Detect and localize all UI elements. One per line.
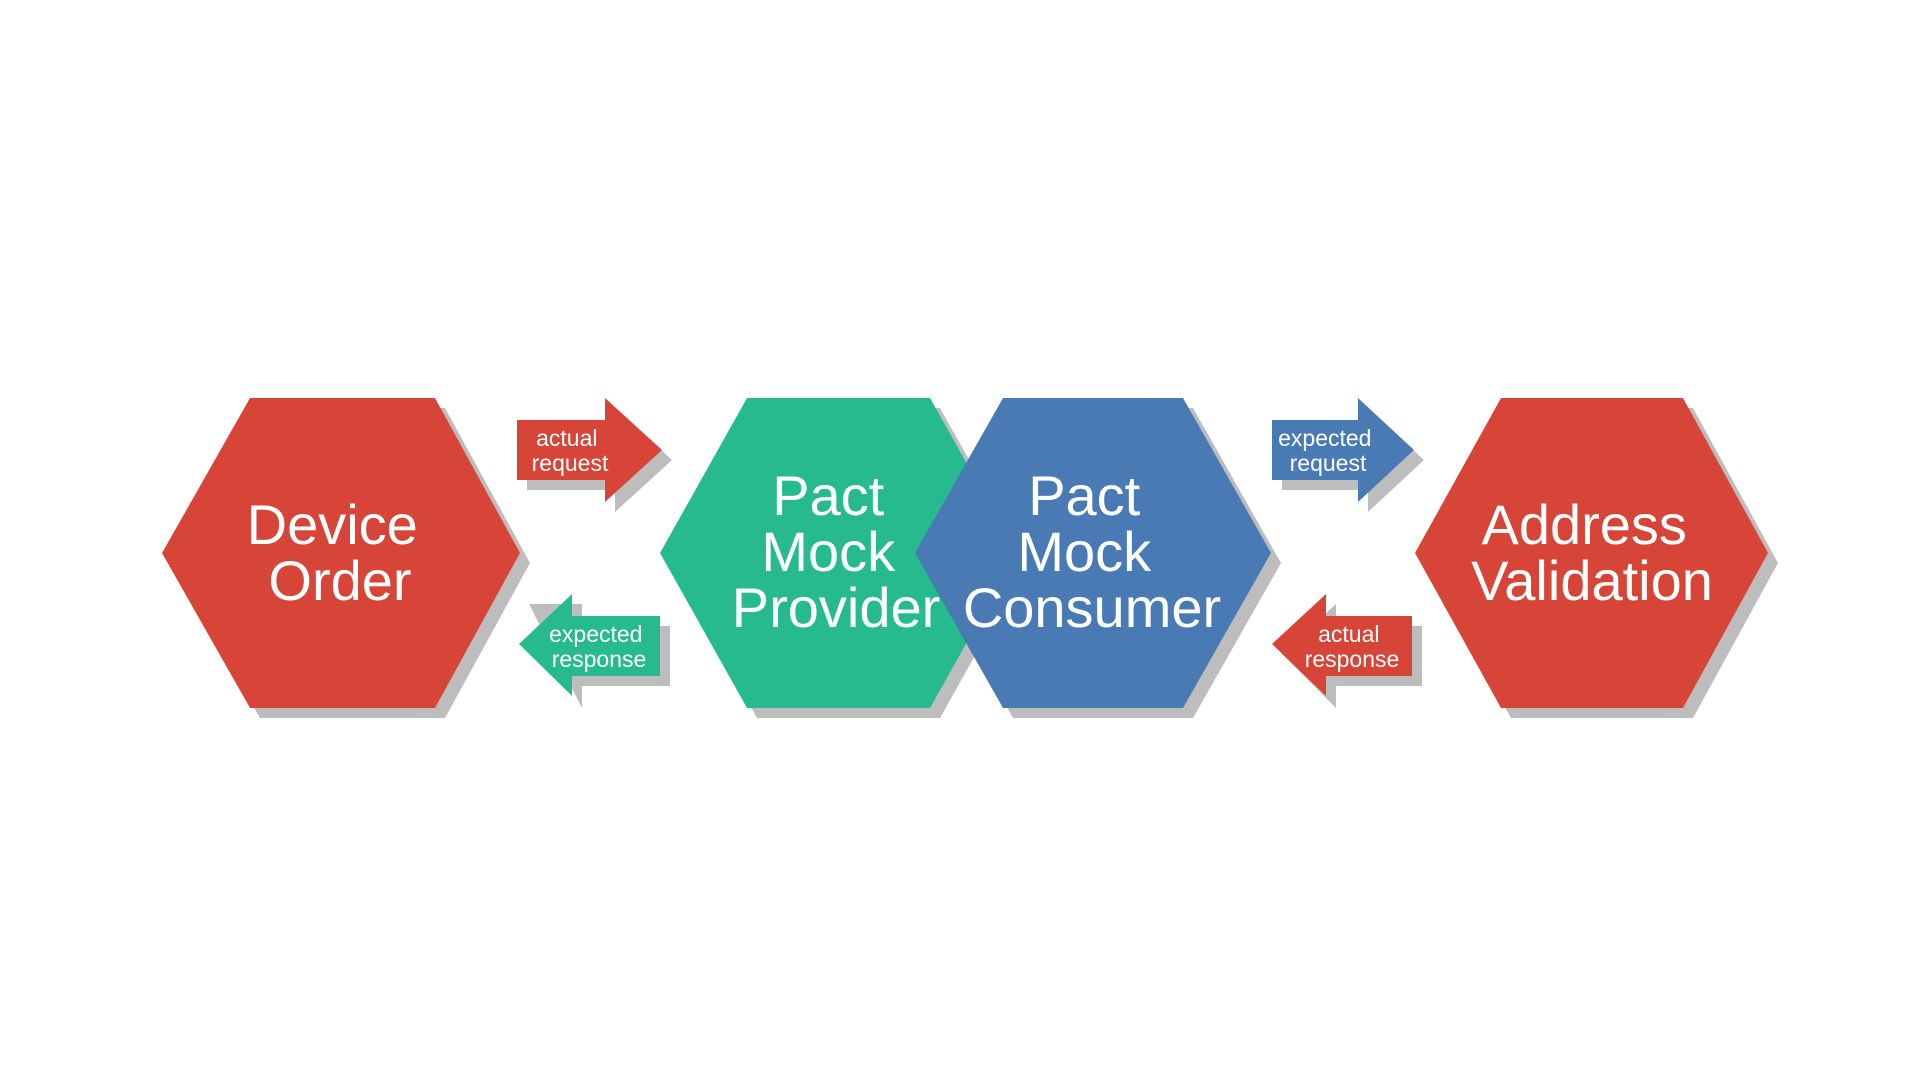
actual-response-arrow-shape [1272,594,1412,696]
pact-mock-consumer-label: Pact Mock Consumer [963,464,1221,639]
address-validation-node: Address Validation [1415,398,1778,718]
actual-request-label: actual request [532,425,609,476]
address-validation-hexagon [1415,398,1768,708]
address-validation-line1: Address [1482,493,1687,556]
actual-response-line1: actual [1318,621,1379,647]
expected-response-arrow-shape [519,594,660,696]
pact-mock-provider-line3: Provider [732,576,941,639]
address-validation-line2: Validation [1471,549,1713,612]
actual-request-arrow-shape [517,398,662,502]
actual-request-arrow: actual request [517,398,672,512]
expected-request-label: expected request [1278,425,1378,476]
expected-request-line2: request [1290,450,1367,476]
actual-response-arrow: actual response [1272,594,1422,708]
actual-response-label: actual response [1305,621,1400,672]
device-order-hexagon [162,398,520,708]
actual-request-line2: request [532,450,609,476]
pact-mock-provider-label: Pact Mock Provider [732,464,941,639]
pact-mock-provider-hexagon [660,398,1017,708]
device-order-label: Device Order [247,493,434,612]
pact-mock-provider-line1: Pact [772,464,884,527]
expected-request-arrow-shape [1272,398,1414,502]
actual-request-line1: actual [536,425,597,451]
pact-mock-consumer-node [915,398,1281,718]
expected-response-line1: expected [549,621,642,647]
device-order-line2: Order [268,549,411,612]
expected-response-label: expected response [549,621,649,672]
device-order-node: Device Order [162,398,530,718]
device-order-line1: Device [247,493,418,556]
expected-response-arrow: expected response [519,594,670,708]
pact-mock-consumer-line1: Pact [1028,464,1140,527]
pact-mock-consumer-line2: Mock [1017,520,1152,583]
pact-mock-consumer-hexagon [915,398,1271,708]
expected-request-line1: expected [1278,425,1371,451]
actual-response-line2: response [1305,646,1400,672]
expected-request-arrow: expected request [1272,398,1424,512]
address-validation-label: Address Validation [1471,493,1713,612]
pact-mock-provider-node [660,398,1027,718]
pact-mock-consumer-line3: Consumer [963,576,1221,639]
pact-mock-provider-line2: Mock [761,520,896,583]
expected-response-line2: response [552,646,647,672]
